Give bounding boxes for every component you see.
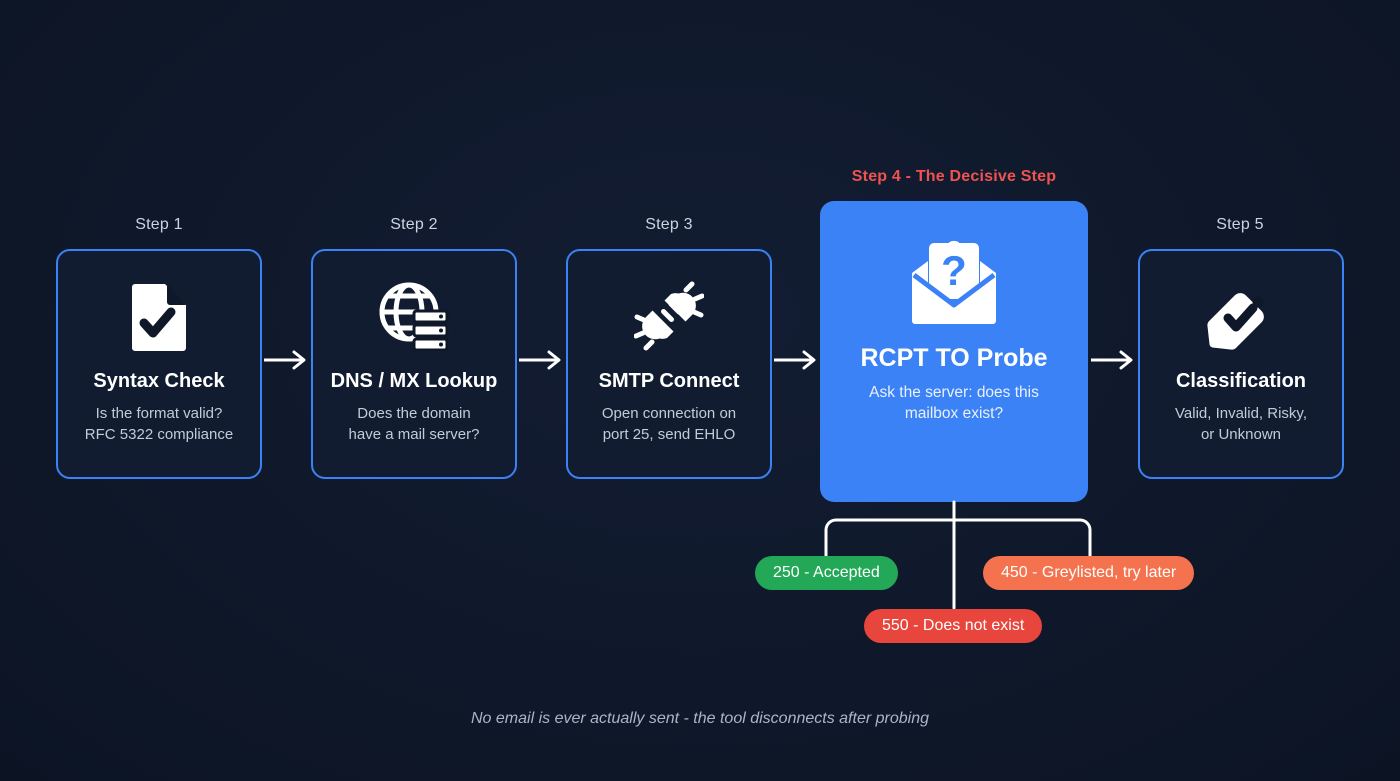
card-title: Syntax Check: [93, 370, 225, 392]
response-badge-550[interactable]: 550 - Does not exist: [864, 609, 1043, 643]
card-description: Valid, Invalid, Risky, or Unknown: [1175, 405, 1307, 444]
card-title: Classification: [1175, 370, 1307, 392]
step-label-2: Step 2: [390, 216, 438, 233]
step-label-3: Step 3: [645, 216, 693, 233]
arrow-step1-to-step2: [264, 348, 309, 372]
plug-connect-icon: [632, 279, 706, 353]
response-badge-label: 250 - Accepted: [773, 564, 880, 581]
step-card-dns-mx-lookup[interactable]: DNS / MX Lookup Does the domain have a m…: [311, 249, 517, 479]
arrow-step3-to-step4: [774, 348, 819, 372]
tag-check-icon: [1204, 279, 1278, 353]
response-badge-label: 550 - Does not exist: [882, 617, 1025, 634]
card-description: Ask the server: does this mailbox exist?: [869, 384, 1039, 423]
step-label-1: Step 1: [135, 216, 183, 233]
response-badge-250[interactable]: 250 - Accepted: [755, 556, 898, 590]
card-title: SMTP Connect: [598, 370, 740, 392]
step-card-smtp-connect[interactable]: SMTP Connect Open connection on port 25,…: [566, 249, 772, 479]
svg-text:?: ?: [941, 247, 967, 294]
card-title: DNS / MX Lookup: [330, 370, 498, 392]
response-badge-450[interactable]: 450 - Greylisted, try later: [983, 556, 1195, 590]
card-title: RCPT TO Probe: [860, 344, 1048, 372]
card-description: Does the domain have a mail server?: [348, 405, 480, 444]
globe-server-icon: [377, 279, 451, 353]
step-card-rcpt-to-probe[interactable]: ? RCPT TO Probe Ask the server: does thi…: [820, 201, 1088, 502]
response-badge-label: 450 - Greylisted, try later: [1001, 564, 1177, 581]
document-check-icon: [122, 279, 196, 353]
card-description: Is the format valid? RFC 5322 compliance: [84, 405, 234, 444]
footnote-text: No email is ever actually sent - the too…: [470, 710, 929, 727]
arrow-step2-to-step3: [519, 348, 564, 372]
envelope-question-icon: ?: [904, 237, 1004, 329]
step-label-5: Step 5: [1216, 216, 1264, 233]
arrow-step4-to-step5: [1091, 348, 1136, 372]
step-card-syntax-check[interactable]: Syntax Check Is the format valid? RFC 53…: [56, 249, 262, 479]
step-label-4: Step 4 - The Decisive Step: [851, 168, 1057, 185]
step-card-classification[interactable]: Classification Valid, Invalid, Risky, or…: [1138, 249, 1344, 479]
card-description: Open connection on port 25, send EHLO: [601, 405, 737, 444]
